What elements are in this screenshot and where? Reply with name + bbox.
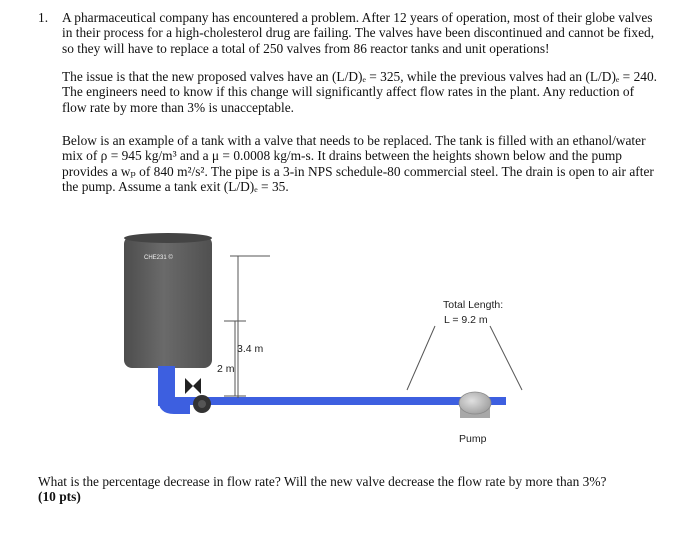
- text-line: The issue is that the new proposed valve…: [62, 69, 658, 84]
- text-line: in their process for a high-cholesterol …: [62, 25, 655, 41]
- length-annotation: Total Length: L = 9.2 m: [406, 299, 523, 391]
- height-label-lower: 2 m: [217, 363, 235, 375]
- pump-icon: [458, 391, 492, 418]
- text-line: The engineers need to know if this chang…: [62, 84, 635, 100]
- length-value: L = 9.2 m: [444, 314, 488, 326]
- question-number: 1.: [38, 10, 49, 25]
- tank: CHE231 ©: [124, 233, 212, 368]
- pump-label: Pump: [459, 433, 487, 445]
- paragraph-tank-example: Below is an example of a tank with a val…: [62, 133, 672, 195]
- valve-icon: [185, 378, 211, 413]
- tank-label: CHE231 ©: [144, 254, 173, 261]
- tank-pipe-diagram: CHE231 © 3.4 m 2 m Total Length: L: [124, 233, 523, 445]
- vertical-pipe: [158, 366, 175, 406]
- tank-top: [124, 233, 212, 243]
- paragraph-problem-intro: A pharmaceutical company has encountered…: [62, 10, 672, 56]
- question-text: What is the percentage decrease in flow …: [38, 474, 607, 489]
- text-line: the pump. Assume a tank exit (L/D)ₑ = 35…: [62, 179, 289, 195]
- question: What is the percentage decrease in flow …: [38, 474, 678, 505]
- question-points: (10 pts): [38, 489, 81, 505]
- length-title: Total Length:: [443, 299, 503, 311]
- paragraph-valve-issue: The issue is that the new proposed valve…: [62, 69, 672, 115]
- text-line: A pharmaceutical company has encountered…: [62, 10, 653, 25]
- horizontal-pipe: [180, 397, 506, 405]
- height-markers: 3.4 m 2 m: [217, 255, 270, 398]
- text-line: provides a wₚ of 840 m²/s². The pipe is …: [62, 163, 654, 179]
- text-line: flow rate by more than 3% is unacceptabl…: [62, 99, 295, 115]
- text-line: so they will have to replace a total of …: [62, 40, 550, 56]
- text-line: Below is an example of a tank with a val…: [62, 133, 646, 148]
- height-label-upper: 3.4 m: [237, 343, 264, 355]
- tank-body: [124, 236, 212, 368]
- text-line: mix of ρ = 945 kg/m³ and a μ = 0.0008 kg…: [62, 148, 622, 164]
- pipe: [158, 366, 506, 414]
